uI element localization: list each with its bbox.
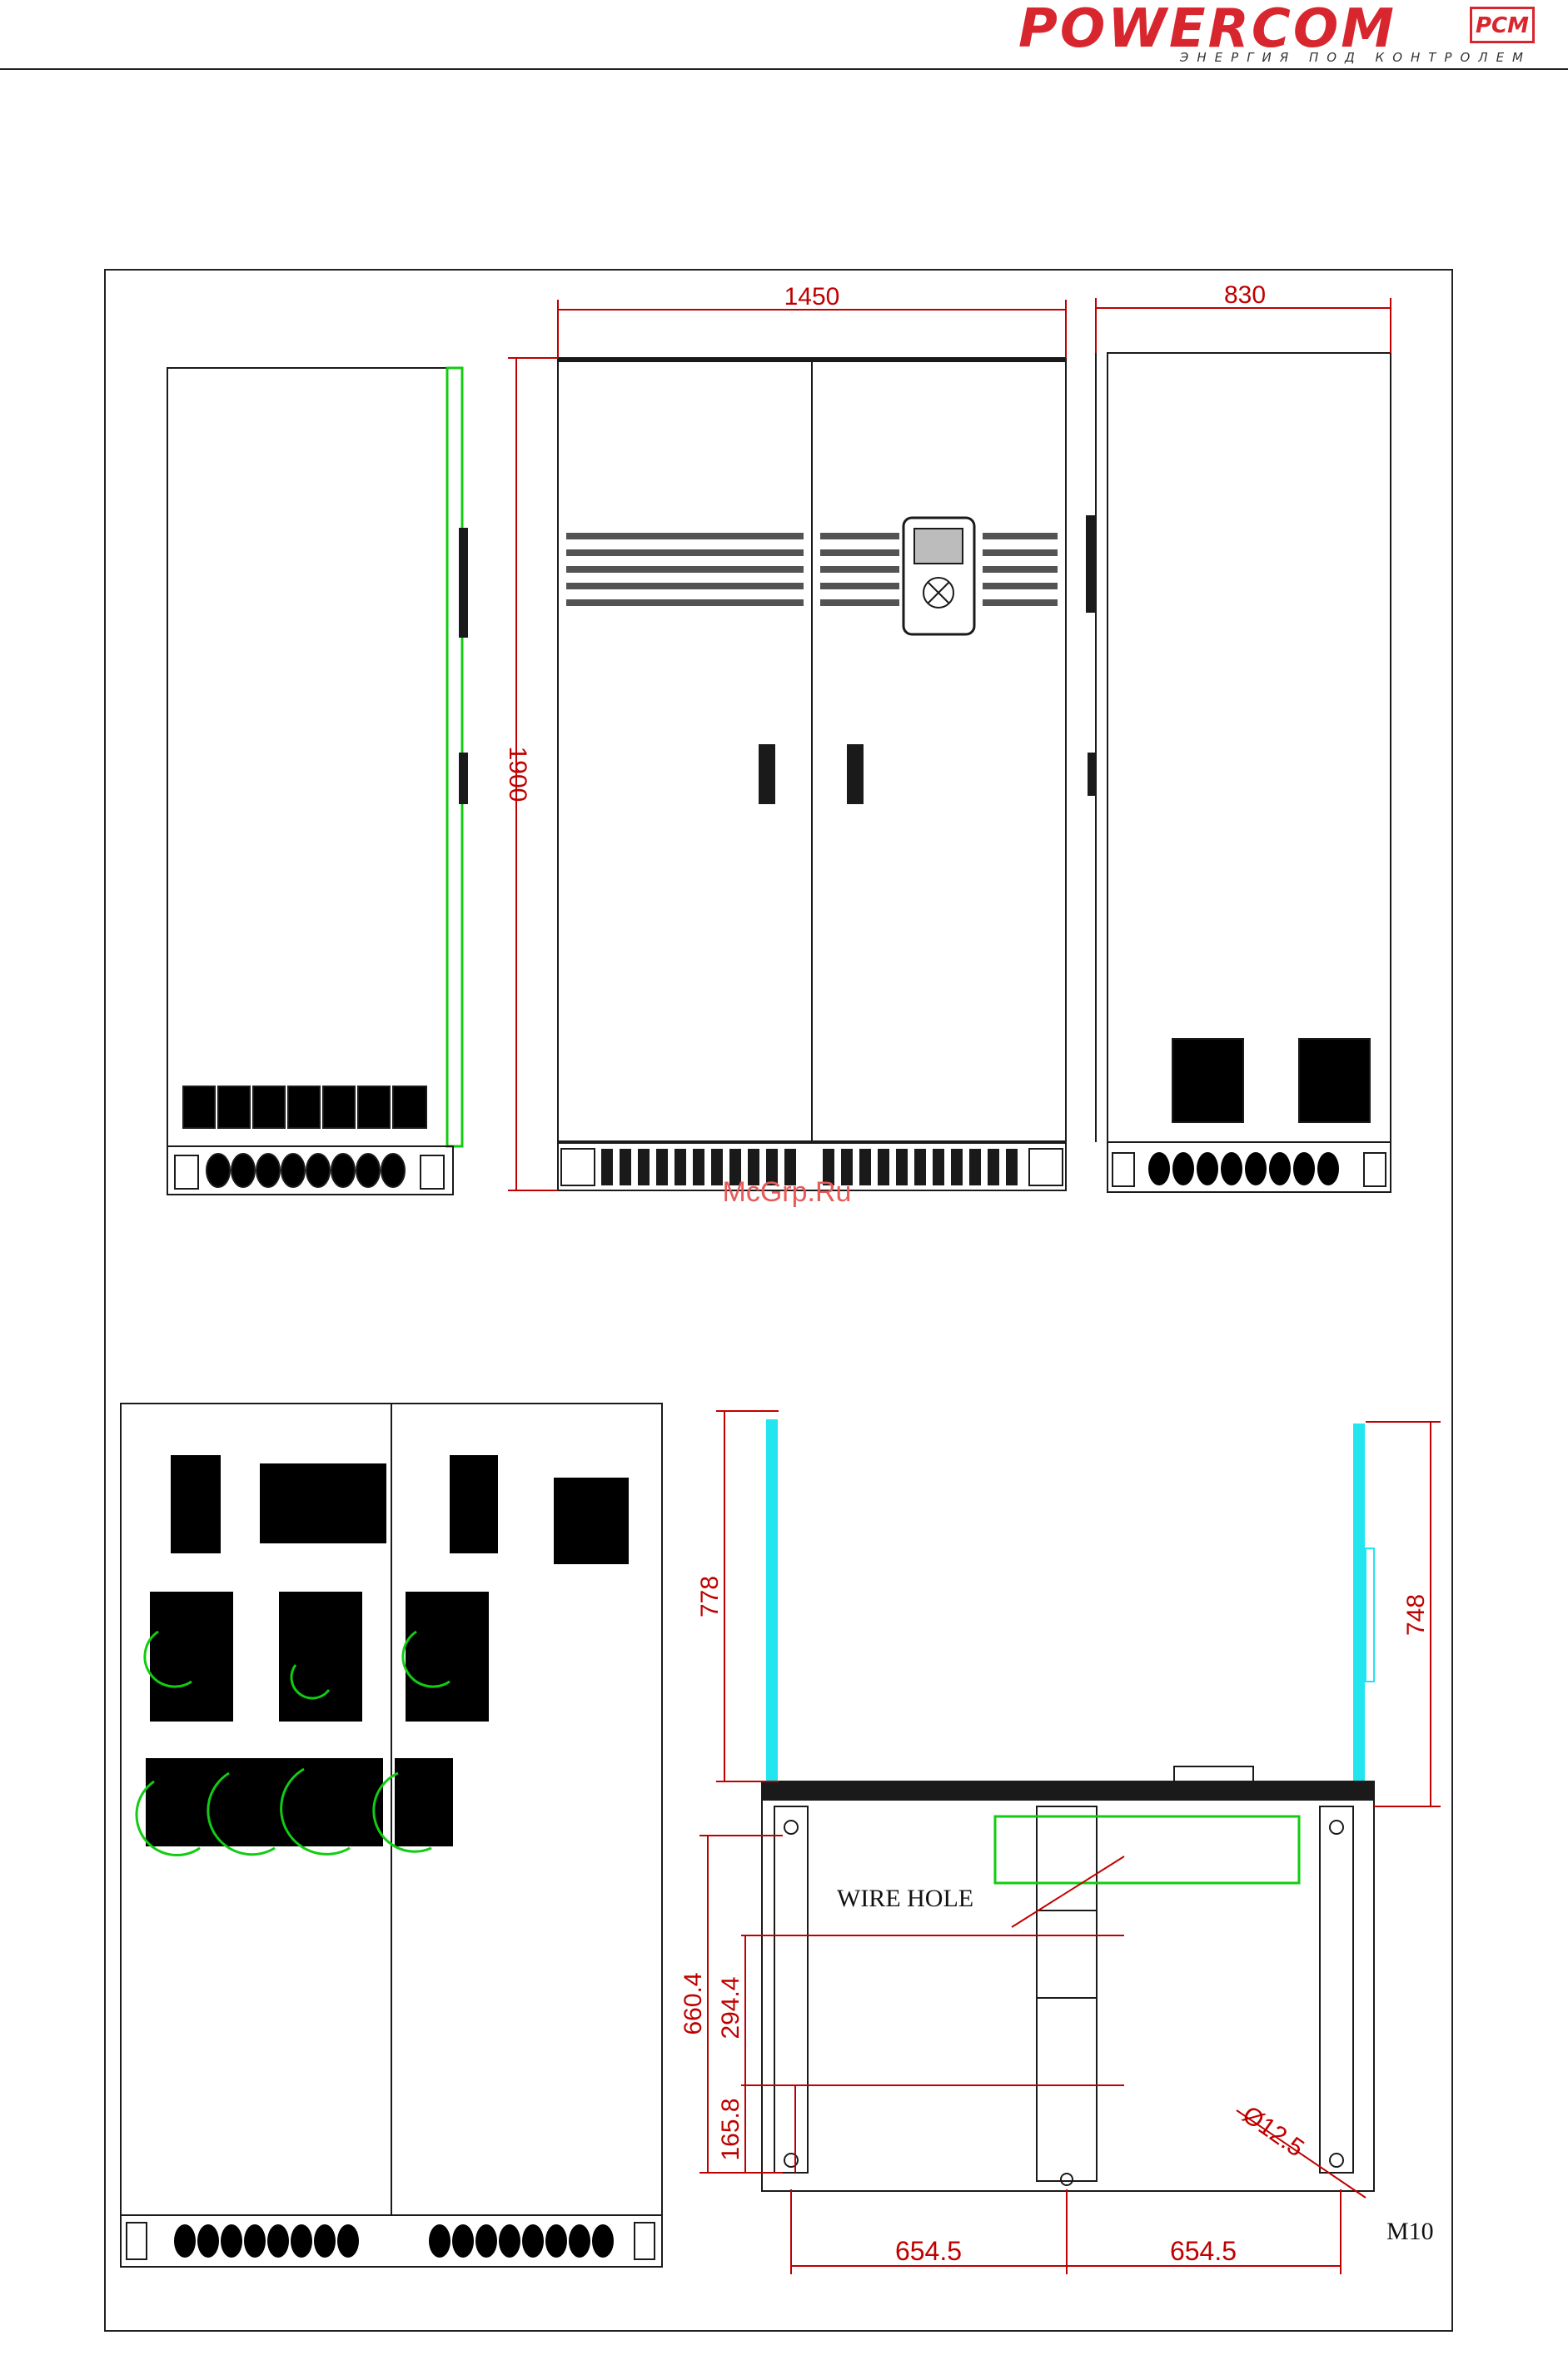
wire-hole-label: WIRE HOLE <box>837 1885 973 1912</box>
dim-left-upper: 778 <box>696 1576 724 1617</box>
dim-hole-diameter: Ø12.5 <box>1237 2101 1309 2163</box>
dim-height: 1900 <box>504 747 531 802</box>
dim-base-left: 654.5 <box>895 2236 962 2266</box>
front-dimensions <box>508 300 1066 1190</box>
dim-right-upper: 748 <box>1402 1594 1430 1636</box>
base-plan-view <box>762 1419 1374 2191</box>
front-view <box>558 358 1066 1190</box>
dim-side-depth: 830 <box>1224 281 1266 309</box>
dim-base-660: 660.4 <box>679 1972 707 2035</box>
dim-front-width: 1450 <box>784 283 840 311</box>
left-side-view <box>167 368 467 1195</box>
dim-base-294: 294.4 <box>717 1976 744 2039</box>
interior-view <box>121 1404 662 2267</box>
dim-base-right: 654.5 <box>1170 2236 1237 2266</box>
bolt-label: M10 <box>1386 2218 1434 2245</box>
plan-dimensions <box>699 1411 1441 2274</box>
watermark: McGrp.Ru <box>723 1176 852 1208</box>
right-side-view <box>1087 353 1391 1192</box>
dim-base-165: 165.8 <box>717 2098 744 2160</box>
